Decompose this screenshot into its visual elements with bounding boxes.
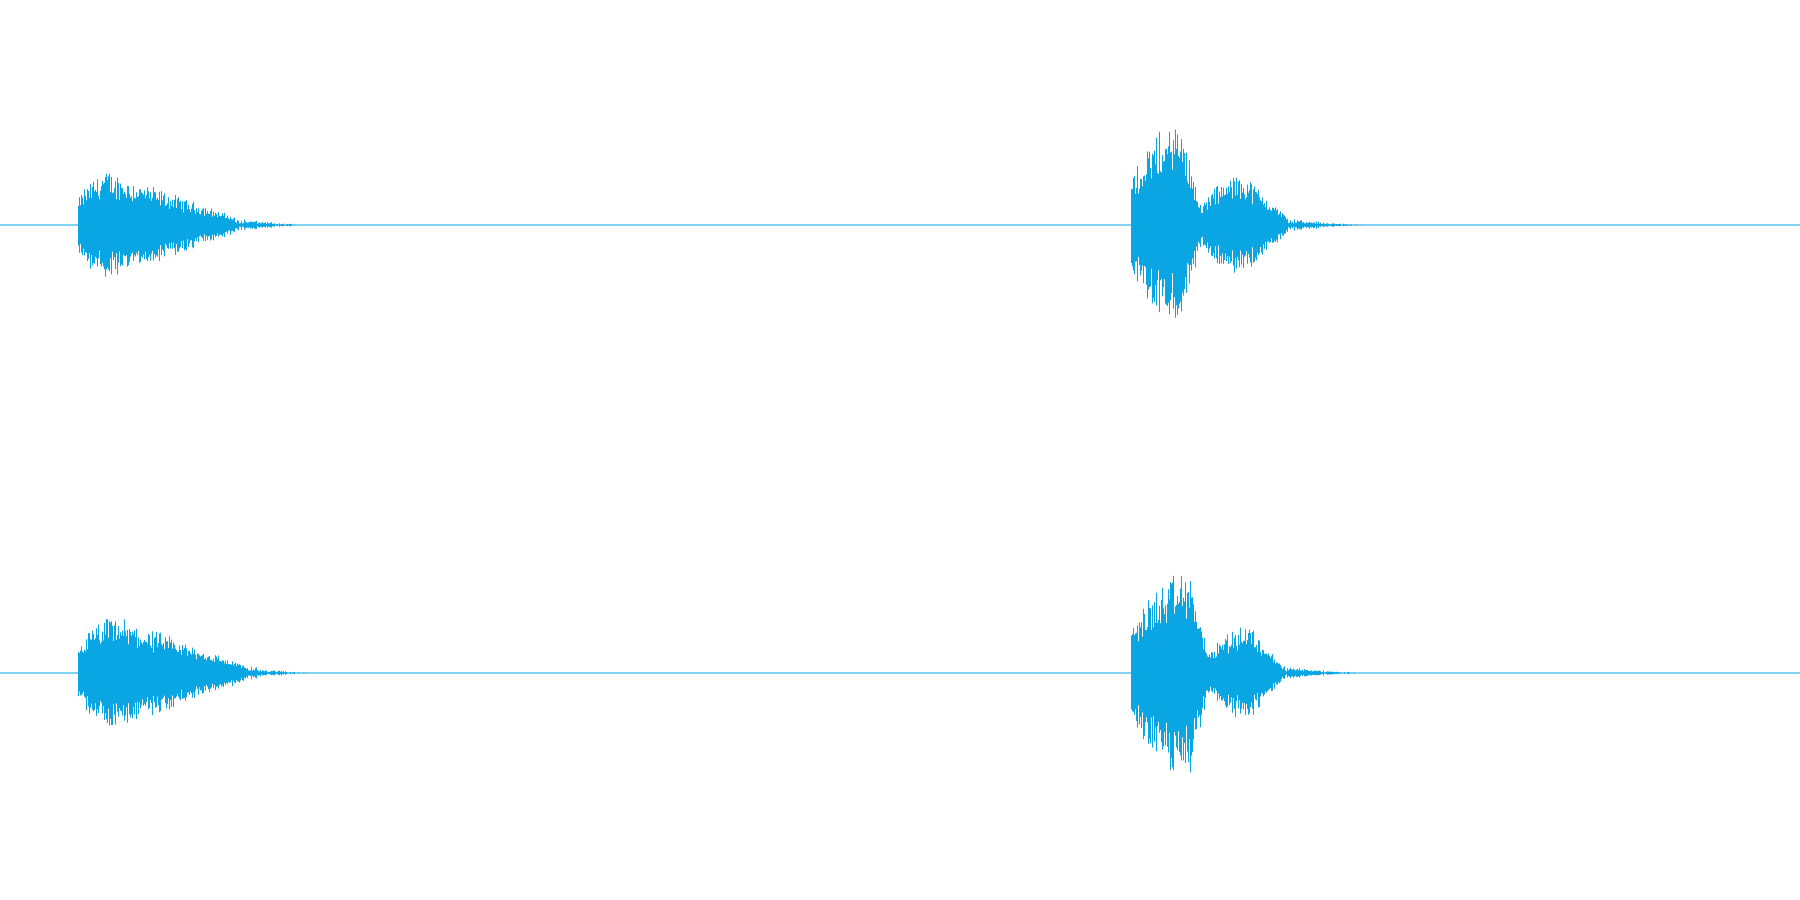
waveform-segment (1210, 627, 1379, 718)
waveform-trace (78, 619, 325, 726)
waveform-segment (78, 173, 318, 277)
waveform-channel-right (0, 575, 1800, 773)
waveform-segment (1203, 177, 1382, 273)
waveform-trace (1203, 177, 1382, 273)
waveform-segment (78, 619, 325, 726)
waveform-trace (1210, 627, 1379, 718)
waveform-channel-left (0, 129, 1800, 318)
waveform-trace (78, 173, 318, 277)
